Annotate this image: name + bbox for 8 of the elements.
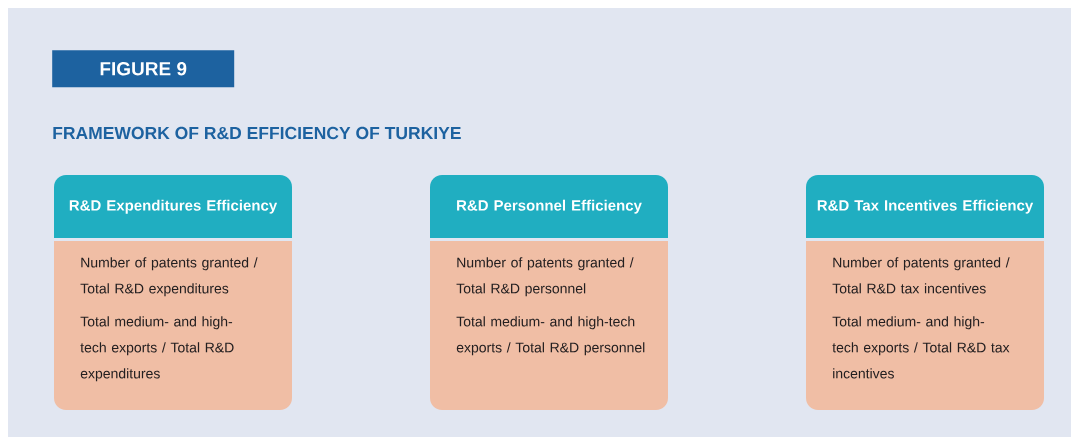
title: FRAMEWORK OF R&D EFFICIENCY OF TURKIYE <box>53 126 461 140</box>
card-header: R&D Tax Incentives Efficiency <box>806 175 1044 238</box>
card-body: Number of patents granted / Total R&D personnel Total medium- and high-tech exports / Total R&D personnel <box>430 241 668 410</box>
card-body: Number of patents granted / Total R&D expenditures Total medium- and high-tech exports / Total R&D expenditures <box>54 241 292 410</box>
card-header: R&D Expenditures Efficiency <box>54 175 292 238</box>
card-header: R&D Personnel Efficiency <box>430 175 668 238</box>
card-body: Number of patents granted / Total R&D tax incentives Total medium- and high-tech exports / Total R&D tax incentives <box>806 241 1044 410</box>
figure-label: FIGURE 9 <box>52 50 235 88</box>
